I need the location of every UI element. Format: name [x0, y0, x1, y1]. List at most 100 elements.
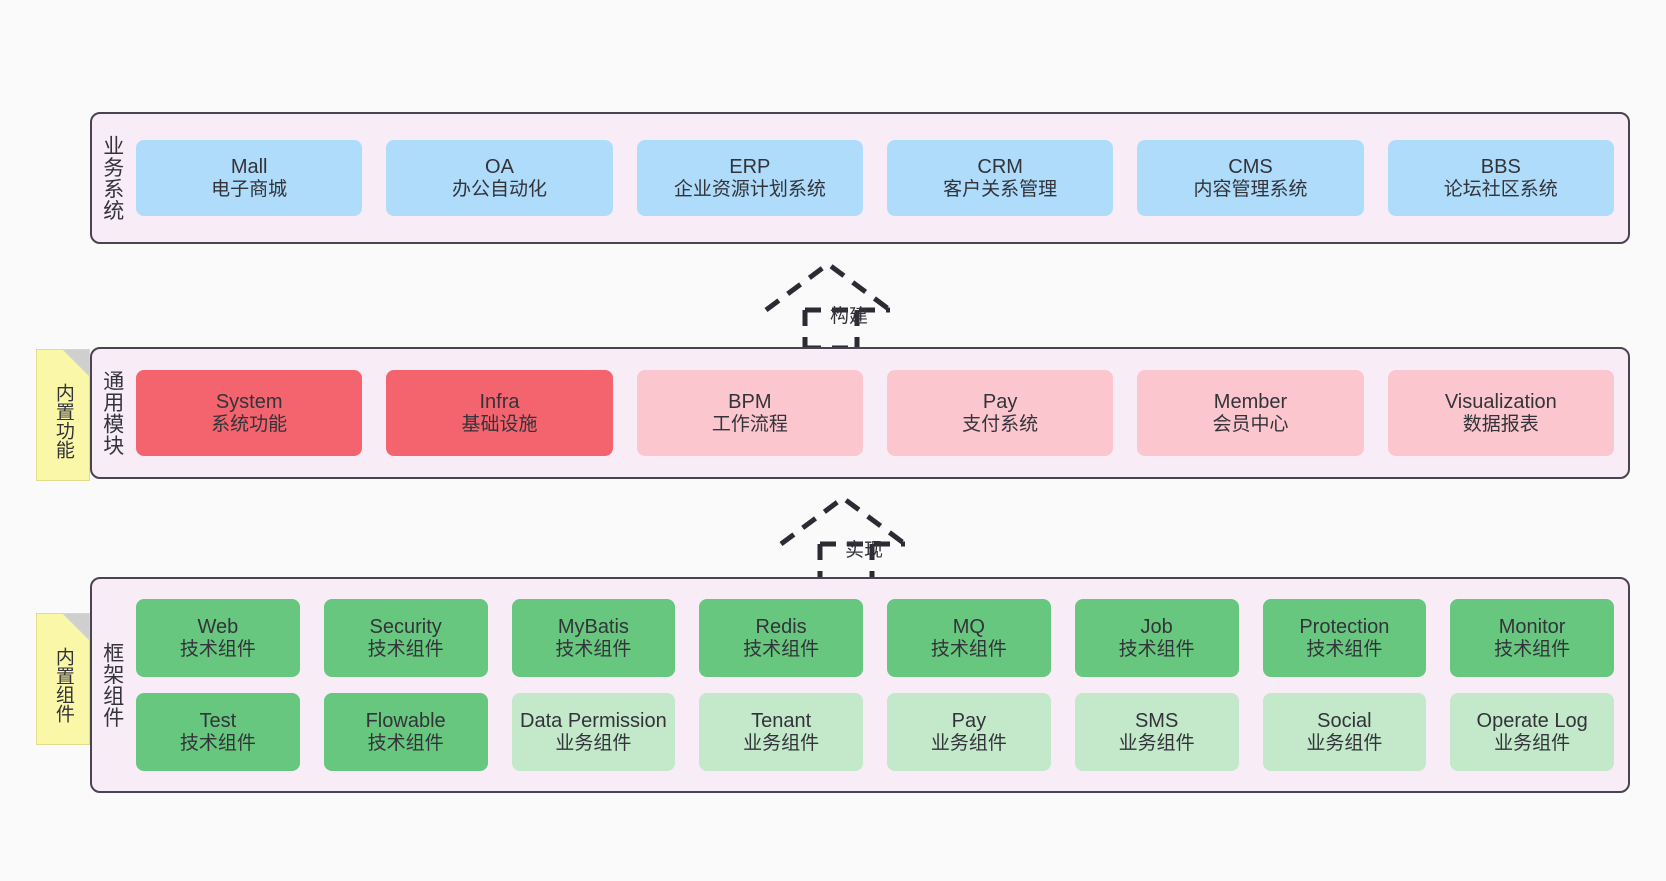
- card-title: Job: [1140, 615, 1173, 638]
- card-title: Tenant: [751, 709, 812, 732]
- business-card-cms[interactable]: CMS 内容管理系统: [1137, 140, 1364, 216]
- common-modules-layer: 通用模块 System 系统功能 Infra 基础设施 BPM 工作流程 Pay…: [90, 347, 1630, 479]
- card-title: BPM: [728, 390, 772, 413]
- component-card-flowable[interactable]: Flowable 技术组件: [323, 693, 488, 771]
- card-subtitle: 技术组件: [179, 732, 256, 754]
- business-systems-caption: 业务系统: [100, 135, 124, 221]
- card-subtitle: 内容管理系统: [1193, 178, 1308, 200]
- component-card-web[interactable]: Web 技术组件: [136, 599, 300, 677]
- card-subtitle: 技术组件: [367, 732, 444, 754]
- card-subtitle: 论坛社区系统: [1443, 178, 1558, 200]
- component-card-operate-log[interactable]: Operate Log 业务组件: [1450, 693, 1614, 771]
- framework-tech-row: Web 技术组件 Security 技术组件 MyBatis 技术组件 Redi…: [136, 599, 1614, 677]
- card-subtitle: 业务组件: [555, 732, 632, 754]
- module-card-member[interactable]: Member 会员中心: [1137, 370, 1364, 456]
- module-card-pay[interactable]: Pay 支付系统: [886, 370, 1114, 456]
- business-card-oa[interactable]: OA 办公自动化: [386, 140, 613, 216]
- card-title: Web: [197, 615, 239, 638]
- card-title: Test: [199, 709, 237, 732]
- card-title: Pay: [982, 390, 1018, 413]
- card-title: Flowable: [365, 709, 446, 732]
- module-card-bpm[interactable]: BPM 工作流程: [636, 370, 863, 456]
- card-subtitle: 办公自动化: [451, 178, 547, 200]
- card-title: MQ: [952, 615, 985, 638]
- card-subtitle: 业务组件: [1118, 732, 1195, 754]
- card-subtitle: 系统功能: [211, 413, 288, 435]
- common-modules-body: System 系统功能 Infra 基础设施 BPM 工作流程 Pay 支付系统…: [132, 349, 1628, 477]
- framework-components-body: Web 技术组件 Security 技术组件 MyBatis 技术组件 Redi…: [132, 579, 1628, 791]
- card-title: Protection: [1299, 615, 1390, 638]
- common-modules-caption: 通用模块: [100, 370, 124, 456]
- component-card-sms[interactable]: SMS 业务组件: [1074, 693, 1239, 771]
- card-title: Security: [369, 615, 442, 638]
- card-subtitle: 技术组件: [367, 638, 444, 660]
- component-card-mq[interactable]: MQ 技术组件: [887, 599, 1051, 677]
- card-subtitle: 支付系统: [962, 413, 1039, 435]
- card-title: MyBatis: [557, 615, 629, 638]
- implement-arrow: 实现: [775, 492, 925, 584]
- build-arrow-label: 构建: [830, 306, 869, 327]
- card-title: OA: [485, 155, 514, 178]
- builtin-components-note: 内置组件: [36, 613, 90, 745]
- card-title: ERP: [729, 155, 771, 178]
- module-card-visualization[interactable]: Visualization 数据报表: [1387, 370, 1614, 456]
- framework-components-layer: 框架组件 Web 技术组件 Security 技术组件 MyBatis 技术组件…: [90, 577, 1630, 793]
- card-subtitle: 技术组件: [1118, 638, 1195, 660]
- card-title: Operate Log: [1476, 709, 1588, 732]
- card-subtitle: 技术组件: [555, 638, 632, 660]
- build-arrow: 构建: [760, 258, 910, 350]
- card-title: CMS: [1228, 155, 1273, 178]
- framework-components-caption: 框架组件: [100, 642, 124, 728]
- component-card-monitor[interactable]: Monitor 技术组件: [1450, 599, 1614, 677]
- card-title: Monitor: [1498, 615, 1566, 638]
- component-card-data-permission[interactable]: Data Permission 业务组件: [511, 693, 676, 771]
- builtin-components-note-text: 内置组件: [52, 647, 74, 723]
- common-modules-row: System 系统功能 Infra 基础设施 BPM 工作流程 Pay 支付系统…: [136, 370, 1614, 456]
- component-card-test[interactable]: Test 技术组件: [136, 693, 300, 771]
- card-title: SMS: [1134, 709, 1179, 732]
- card-title: Member: [1213, 390, 1288, 413]
- card-subtitle: 技术组件: [1306, 638, 1383, 660]
- builtin-features-note: 内置功能: [36, 349, 90, 481]
- card-subtitle: 业务组件: [1494, 732, 1571, 754]
- card-subtitle: 技术组件: [743, 638, 820, 660]
- component-card-job[interactable]: Job 技术组件: [1074, 599, 1239, 677]
- card-title: BBS: [1480, 155, 1521, 178]
- card-subtitle: 企业资源计划系统: [673, 178, 826, 200]
- card-subtitle: 技术组件: [179, 638, 256, 660]
- business-systems-body: Mall 电子商城 OA 办公自动化 ERP 企业资源计划系统 CRM 客户关系…: [132, 114, 1628, 242]
- card-title: System: [215, 390, 283, 413]
- business-systems-row: Mall 电子商城 OA 办公自动化 ERP 企业资源计划系统 CRM 客户关系…: [136, 140, 1614, 216]
- card-subtitle: 业务组件: [743, 732, 820, 754]
- card-subtitle: 业务组件: [930, 732, 1007, 754]
- card-title: Visualization: [1444, 390, 1557, 413]
- card-title: Pay: [951, 709, 987, 732]
- business-systems-layer: 业务系统 Mall 电子商城 OA 办公自动化 ERP 企业资源计划系统 CRM…: [90, 112, 1630, 244]
- card-title: Data Permission: [520, 709, 667, 732]
- component-card-pay[interactable]: Pay 业务组件: [887, 693, 1051, 771]
- component-card-social[interactable]: Social 业务组件: [1262, 693, 1427, 771]
- builtin-features-note-text: 内置功能: [52, 383, 74, 459]
- implement-arrow-label: 实现: [845, 540, 884, 561]
- card-subtitle: 技术组件: [1494, 638, 1571, 660]
- business-card-mall[interactable]: Mall 电子商城: [136, 140, 363, 216]
- module-card-system[interactable]: System 系统功能: [136, 370, 363, 456]
- card-subtitle: 技术组件: [930, 638, 1007, 660]
- card-title: Mall: [230, 155, 268, 178]
- card-title: Social: [1317, 709, 1372, 732]
- module-card-infra[interactable]: Infra 基础设施: [386, 370, 613, 456]
- component-card-security[interactable]: Security 技术组件: [323, 599, 488, 677]
- component-card-mybatis[interactable]: MyBatis 技术组件: [511, 599, 676, 677]
- component-card-redis[interactable]: Redis 技术组件: [699, 599, 863, 677]
- component-card-protection[interactable]: Protection 技术组件: [1262, 599, 1427, 677]
- card-subtitle: 电子商城: [211, 178, 288, 200]
- business-card-bbs[interactable]: BBS 论坛社区系统: [1387, 140, 1614, 216]
- card-subtitle: 业务组件: [1306, 732, 1383, 754]
- card-subtitle: 基础设施: [461, 413, 538, 435]
- card-title: Redis: [755, 615, 807, 638]
- component-card-tenant[interactable]: Tenant 业务组件: [699, 693, 863, 771]
- business-card-crm[interactable]: CRM 客户关系管理: [886, 140, 1114, 216]
- card-subtitle: 数据报表: [1462, 413, 1539, 435]
- business-card-erp[interactable]: ERP 企业资源计划系统: [636, 140, 863, 216]
- card-title: CRM: [977, 155, 1023, 178]
